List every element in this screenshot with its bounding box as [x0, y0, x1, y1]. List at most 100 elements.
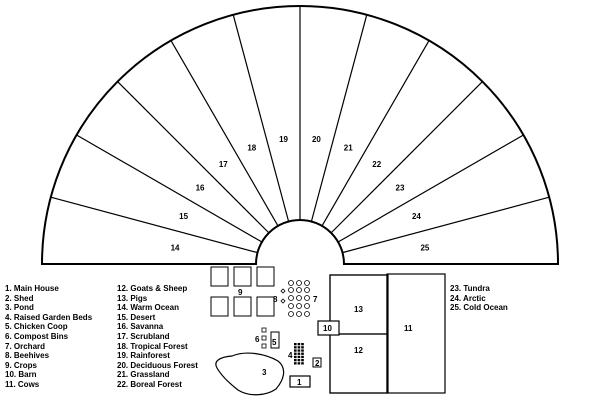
- crops-field: [210, 266, 275, 317]
- legend-item: 4. Raised Garden Beds: [5, 312, 93, 322]
- orchard-tree: [296, 280, 302, 286]
- legend-item: 21. Grassland: [117, 370, 170, 380]
- legend-item: 23. Tundra: [450, 284, 490, 293]
- biome-wedge-number: 18: [247, 144, 256, 153]
- legend-item: 12. Goats & Sheep: [117, 284, 188, 293]
- orchard-tree: [304, 303, 310, 309]
- beehives: [280, 288, 286, 304]
- orchard-tree: [304, 295, 310, 301]
- biome-wedge-number: 15: [179, 212, 188, 221]
- orchard-tree: [288, 311, 294, 317]
- garden-bed: [301, 359, 304, 362]
- chicken-coop: [270, 331, 280, 349]
- legend-item: 14. Warm Ocean: [117, 303, 179, 313]
- orchard-tree: [296, 303, 302, 309]
- biome-divider: [50, 196, 258, 254]
- garden-bed: [294, 352, 297, 355]
- garden-bed: [297, 352, 301, 355]
- garden-bed: [301, 352, 304, 355]
- animal-enclosures: [317, 273, 446, 394]
- garden-bed: [297, 362, 301, 365]
- garden-bed: [294, 346, 297, 349]
- biome-wedge-number: 23: [396, 183, 405, 192]
- legend-item: 9. Crops: [5, 360, 38, 370]
- garden-beds-number: 4: [288, 351, 293, 360]
- garden-bed: [301, 343, 304, 346]
- orchard-tree: [304, 311, 310, 317]
- legend-item: 17. Scrubland: [117, 331, 170, 341]
- legend-item: 25. Cold Ocean: [450, 303, 508, 313]
- biome-divider: [310, 14, 368, 222]
- goats-sheep-number: 13: [354, 305, 363, 314]
- garden-bed: [297, 355, 301, 359]
- legend-item: 2. Shed: [5, 293, 34, 303]
- garden-bed: [301, 346, 304, 349]
- garden-bed: [294, 349, 297, 352]
- legend-item: 24. Arctic: [450, 293, 486, 303]
- legend-item: 18. Tropical Forest: [117, 341, 188, 351]
- pond: [215, 352, 285, 396]
- orchard-tree: [288, 287, 294, 293]
- legend-item: 13. Pigs: [117, 293, 148, 303]
- shed-number: 2: [315, 359, 320, 368]
- orchard-trees: [288, 280, 310, 317]
- shed: [312, 357, 322, 368]
- legend-item: 11. Cows: [5, 379, 40, 389]
- beehives-number: 8: [273, 295, 278, 304]
- legend-item: 3. Pond: [5, 303, 34, 313]
- garden-bed: [301, 349, 304, 352]
- garden-bed: [297, 346, 301, 349]
- biome-arc-outline: [40, 5, 560, 265]
- orchard-tree: [288, 280, 294, 286]
- legend-item: 10. Barn: [5, 370, 37, 380]
- biome-dividers: [50, 6, 550, 254]
- main-house-number: 1: [297, 378, 302, 387]
- garden-bed: [301, 362, 304, 365]
- biome-wedge-number: 20: [312, 135, 321, 144]
- biome-divider: [330, 81, 483, 234]
- biome-wedge-number: 22: [372, 160, 381, 169]
- legend-item: 1. Main House: [5, 284, 59, 293]
- biome-wedge-number: 21: [344, 144, 353, 153]
- legend-item: 7. Orchard: [5, 341, 46, 351]
- main-house: [289, 375, 311, 388]
- garden-bed: [294, 362, 297, 365]
- legend-item: 20. Deciduous Forest: [117, 360, 198, 370]
- legend-item: 16. Savanna: [117, 322, 164, 332]
- cows-number: 11: [404, 324, 413, 333]
- orchard-tree: [296, 287, 302, 293]
- biome-wedge-number: 24: [412, 212, 421, 221]
- legend-item: 6. Compost Bins: [5, 331, 69, 341]
- barn-number: 10: [323, 324, 332, 333]
- biome-wedge-number: 16: [196, 183, 205, 192]
- biome-divider: [321, 40, 430, 227]
- chicken-coop-number: 5: [272, 338, 277, 347]
- garden-bed: [297, 359, 301, 362]
- orchard-number: 7: [313, 295, 318, 304]
- biome-divider: [170, 40, 279, 227]
- legend-item: 22. Boreal Forest: [117, 379, 182, 389]
- orchard-tree: [304, 287, 310, 293]
- biome-divider: [337, 134, 524, 243]
- pigs-number: 12: [354, 346, 363, 355]
- garden-bed: [301, 355, 304, 359]
- compost-bins: [261, 327, 267, 349]
- orchard-tree: [288, 303, 294, 309]
- biome-divider: [76, 134, 263, 243]
- biome-wedge-number: 14: [171, 244, 180, 253]
- biome-wedge-number: 17: [219, 160, 228, 169]
- biome-divider: [117, 81, 270, 234]
- garden-bed: [294, 343, 297, 346]
- legend-item: 19. Rainforest: [117, 351, 170, 361]
- raised-garden-beds: [294, 343, 304, 365]
- pond-number: 3: [262, 368, 267, 377]
- biome-wedge-number: 19: [279, 135, 288, 144]
- biome-divider: [342, 196, 550, 254]
- orchard-tree: [304, 280, 310, 286]
- orchard-tree: [296, 295, 302, 301]
- legend-item: 5. Chicken Coop: [5, 322, 68, 332]
